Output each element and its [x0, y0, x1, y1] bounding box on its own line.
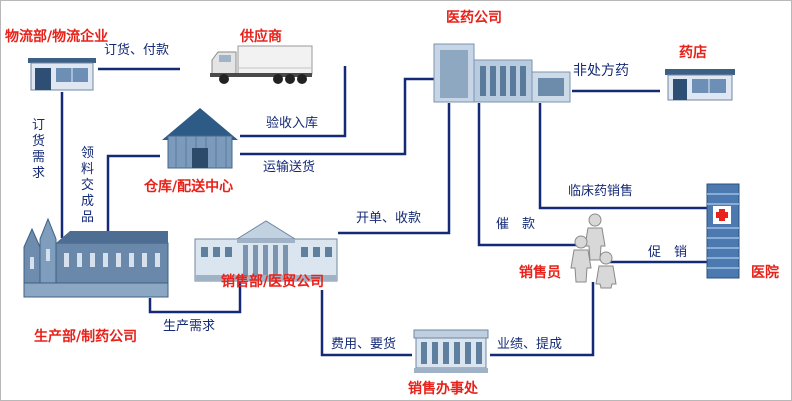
node-supplier-title: 供应商	[240, 29, 282, 45]
edge-label-production-demand: 生产需求	[163, 319, 216, 334]
warehouse-icon	[162, 108, 238, 169]
edge-pharma-hospital	[538, 103, 707, 210]
node-sales-office-title: 销售办事处	[408, 381, 478, 397]
edge-warehouse-pharma	[240, 77, 437, 156]
edge-label-transport: 运输送货	[263, 160, 316, 175]
edge-salesdept-office	[320, 290, 412, 357]
pharmacy-store-icon	[665, 69, 735, 101]
edge-label-promotion: 促 销	[648, 245, 688, 260]
node-salesperson-title: 销售员	[519, 265, 561, 281]
node-pharma-company-title: 医药公司	[446, 10, 502, 26]
edge-label-nonrx: 非处方药	[573, 63, 629, 79]
edge-pharma-salesdept	[338, 103, 451, 235]
node-pharmacy-title: 药店	[679, 45, 707, 61]
edge-supplier-warehouse	[240, 66, 347, 138]
office-building-icon	[433, 43, 571, 103]
node-production-title: 生产部/制药公司	[34, 329, 138, 345]
edge-label-performance: 业绩、提成	[497, 337, 563, 352]
factory-icon	[23, 217, 169, 298]
edge-label-expense-goods: 费用、要货	[331, 337, 397, 352]
node-warehouse-title: 仓库/配送中心	[144, 179, 234, 195]
salespeople-icon	[570, 213, 617, 289]
office-icon	[413, 329, 489, 373]
store-icon	[28, 58, 96, 91]
edge-label-inspect-store: 验收入库	[266, 116, 319, 131]
edge-pharma-salesperson	[477, 103, 580, 247]
node-sales-dept-title: 销售部/医贸公司	[221, 274, 325, 290]
node-hospital-title: 医院	[751, 265, 779, 281]
edge-production-warehouse	[106, 154, 160, 238]
edge-label-billing: 开单、收款	[356, 211, 422, 226]
hospital-building-icon	[706, 183, 740, 279]
edge-label-collection: 催 款	[496, 217, 536, 232]
classical-building-icon	[194, 220, 338, 282]
edge-production-salesdept	[148, 282, 242, 314]
edge-label-order-demand: 订货需求	[31, 118, 45, 181]
node-logistics-title: 物流部/物流企业	[5, 29, 109, 45]
edge-office-salesperson	[490, 282, 595, 357]
truck-icon	[210, 45, 313, 84]
edge-label-material-finished: 领料交成品	[80, 146, 94, 225]
edge-label-clinical: 临床药销售	[568, 184, 634, 199]
edge-label-order-pay: 订货、付款	[104, 43, 170, 58]
